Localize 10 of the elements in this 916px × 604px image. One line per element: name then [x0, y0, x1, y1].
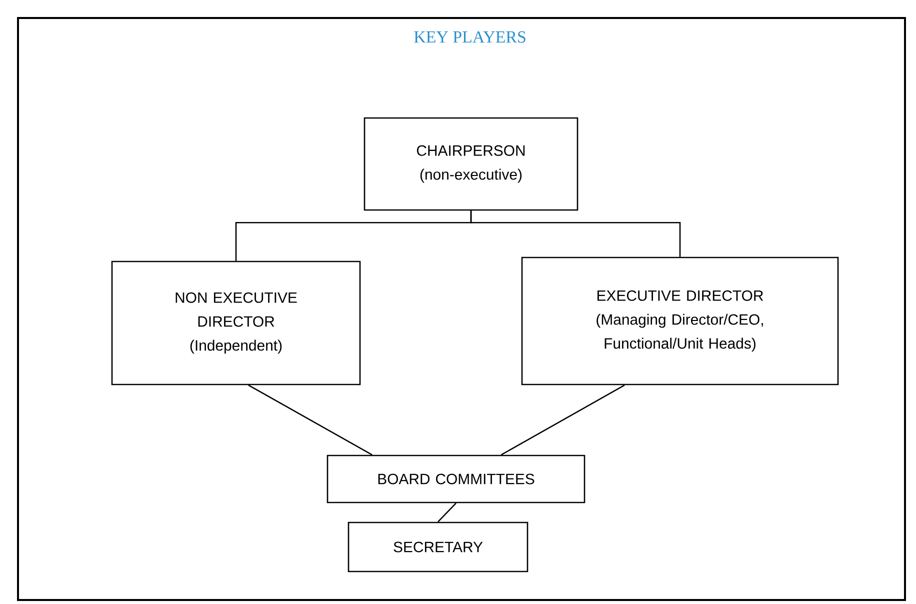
connector-line	[248, 384, 372, 456]
title: KEY PLAYERS	[414, 31, 526, 43]
org-box: NON EXECUTIVE DIRECTOR (Independent)	[111, 260, 361, 386]
connector-line	[500, 384, 625, 456]
connector-line	[470, 210, 681, 257]
org-box: BOARD COMMITTEES	[326, 454, 586, 504]
org-box: CHAIRPERSON (non-executive)	[364, 117, 578, 211]
org-box: SECRETARY	[348, 522, 528, 572]
org-box: EXECUTIVE DIRECTOR (Managing Director/CEO, Functional/Unit Heads)	[521, 256, 839, 386]
connector-line	[438, 502, 456, 522]
